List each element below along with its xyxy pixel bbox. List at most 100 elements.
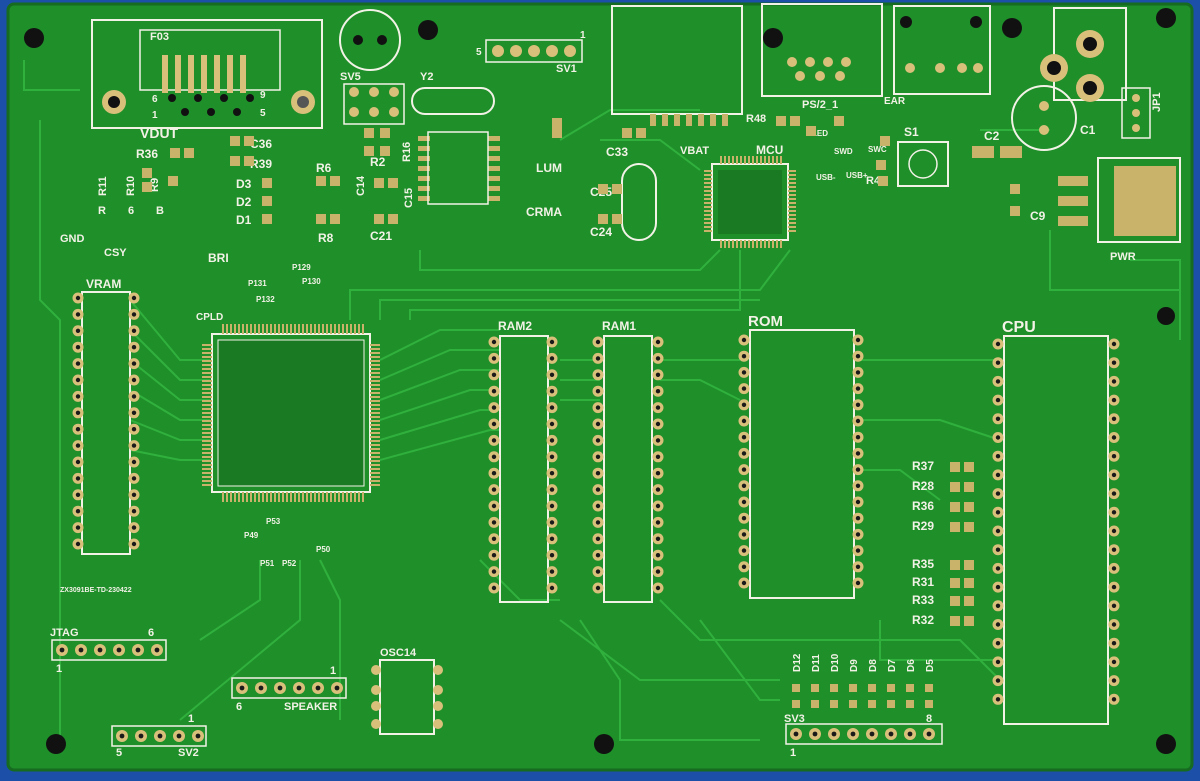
video-encoder-ic (427, 131, 489, 205)
jtag-pin1-label: 1 (56, 663, 62, 675)
y2-label: Y2 (420, 71, 433, 83)
led-label: D12 (792, 653, 803, 672)
sv2-label: SV2 (178, 747, 199, 759)
led-pad (925, 700, 933, 708)
cpu-chip: CPU (992, 319, 1120, 725)
mounting-holes (24, 8, 1176, 754)
led-pad (792, 700, 800, 708)
r6-label: R6 (316, 161, 332, 175)
c24-label: C24 (590, 225, 612, 239)
sv2-header: SV2 5 1 (111, 713, 207, 759)
pwr-label: PWR (1110, 251, 1136, 263)
ear-label: EAR (884, 96, 906, 107)
pwr-regulator: PWR (1058, 157, 1181, 263)
r16-label: R16 (401, 142, 413, 162)
jp1-jumper: JP1 (1121, 87, 1163, 139)
sv3-pin8-label: 8 (926, 713, 932, 725)
d1-label: D1 (236, 213, 252, 227)
ram1-chip: RAM1 (592, 319, 664, 603)
led-label: D6 (906, 659, 917, 672)
led-pad (849, 700, 857, 708)
mounting-hole-icon (24, 28, 44, 48)
crystal-can (339, 9, 401, 71)
led-pad (868, 684, 876, 692)
led-pad (792, 684, 800, 692)
cpld-chip: CPLD (196, 312, 380, 502)
ram2-label: RAM2 (498, 319, 532, 333)
led-pad (906, 700, 914, 708)
s1-label: S1 (904, 125, 919, 139)
mounting-hole-icon (1002, 18, 1022, 38)
led-label: D7 (887, 659, 898, 672)
c1-capacitor (1011, 85, 1077, 151)
p49-label: P49 (244, 531, 259, 540)
p129-label: P129 (292, 263, 311, 272)
r39-label: R39 (250, 157, 272, 171)
r29-label: R29 (912, 519, 934, 533)
f03-label: F03 (150, 31, 169, 43)
speaker-pin6-label: 6 (236, 701, 242, 713)
led-pad (925, 684, 933, 692)
vdout-pin5-label: 5 (260, 108, 266, 119)
mounting-hole-icon (1156, 8, 1176, 28)
p132-label: P132 (256, 295, 275, 304)
sv1-pin5-label: 5 (476, 47, 482, 58)
sv1-label: SV1 (556, 63, 577, 75)
jtag-pin6-label: 6 (148, 627, 154, 639)
cpld-label: CPLD (196, 312, 223, 323)
r-pin-label: R (98, 205, 106, 217)
lum-label: LUM (536, 161, 562, 175)
p50-label: P50 (316, 545, 331, 554)
p53-label: P53 (266, 517, 281, 526)
r36-top-label: R36 (136, 147, 158, 161)
r35-label: R35 (912, 557, 934, 571)
b-pin-label: B (156, 205, 164, 217)
s1-button: S1 (897, 125, 949, 187)
gnd-label: GND (60, 233, 85, 245)
speaker-header: SPEAKER 6 1 (231, 665, 347, 713)
d2-label: D2 (236, 195, 252, 209)
r31-label: R31 (912, 575, 934, 589)
speaker-label: SPEAKER (284, 701, 337, 713)
led-pad (830, 684, 838, 692)
led-pad (887, 684, 895, 692)
y2-crystal (411, 87, 495, 115)
mounting-hole-icon (1157, 307, 1175, 325)
crma-label: CRMA (526, 205, 562, 219)
r10-label: R10 (125, 176, 137, 196)
speaker-pin1-label: 1 (330, 665, 336, 677)
led-label: D5 (925, 659, 936, 672)
r8-label: R8 (318, 231, 334, 245)
led-pad (887, 700, 895, 708)
led-pad (811, 700, 819, 708)
sv2-pin5-label: 5 (116, 747, 122, 759)
ram2-chip: RAM2 (488, 319, 558, 603)
p130-label: P130 (302, 277, 321, 286)
rom-chip: ROM (738, 313, 864, 599)
ps2-connector: PS/2_1 (761, 3, 883, 111)
c14-label: C14 (355, 175, 367, 196)
p51-label: P51 (260, 559, 275, 568)
r48-label: R48 (746, 113, 766, 125)
led-pad (830, 700, 838, 708)
p131-label: P131 (248, 279, 267, 288)
mounting-hole-icon (1156, 734, 1176, 754)
c1-label: C1 (1080, 123, 1096, 137)
ps2-label: PS/2_1 (802, 99, 838, 111)
jtag-header: JTAG 6 1 (50, 627, 167, 675)
sv2-pin1-label: 1 (188, 713, 194, 725)
c36-label: C36 (250, 137, 272, 151)
sv3-label: SV3 (784, 713, 805, 725)
vdout-pin9-label: 9 (260, 90, 266, 101)
r28-label: R28 (912, 479, 934, 493)
led-pad (849, 684, 857, 692)
c9-label: C9 (1030, 209, 1046, 223)
mcu-label: MCU (756, 143, 783, 157)
led-pad (868, 700, 876, 708)
sv5-label: SV5 (340, 71, 361, 83)
sv1-pin1-label: 1 (580, 30, 586, 41)
board-id-label: ZX3091BE-TD-230422 (60, 587, 132, 594)
r32-label: R32 (912, 613, 934, 627)
